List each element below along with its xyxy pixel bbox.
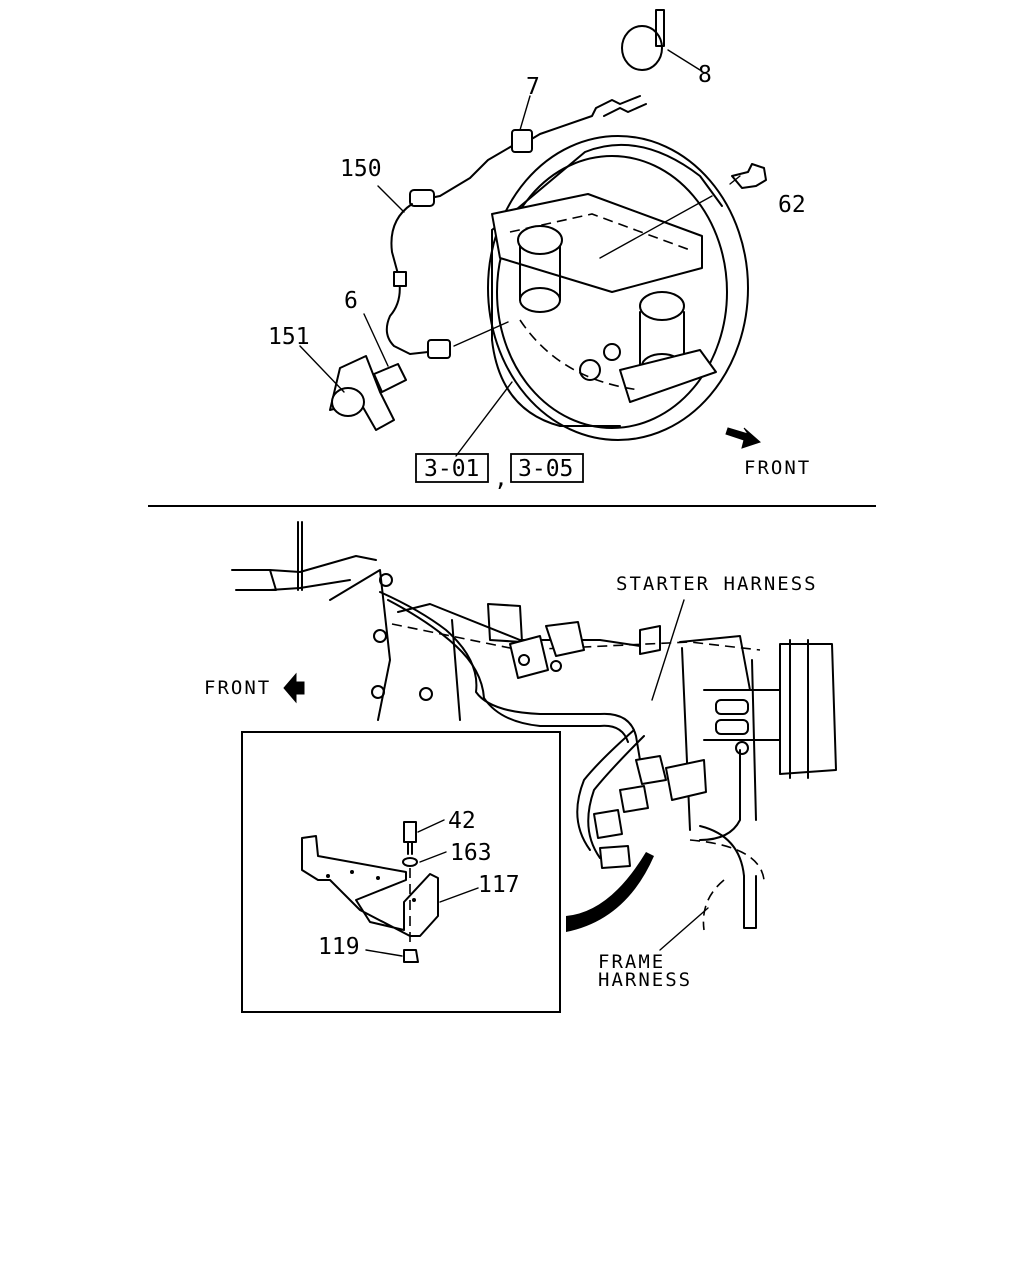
callout-6: 6 <box>344 288 358 314</box>
callout-150: 150 <box>340 156 382 182</box>
frame-structure <box>329 569 837 932</box>
ref-box-2 <box>510 453 584 483</box>
lower-view: FRONT STARTER HARNESS FRAME HARNESS <box>204 521 837 1013</box>
bolt-62 <box>599 163 767 259</box>
upper-view: 7 8 150 62 6 151 3-01 , 3-05 FRONT <box>268 9 811 492</box>
starter-harness-label: STARTER HARNESS <box>616 573 818 595</box>
detail-inset: 42 163 117 119 <box>241 731 561 1013</box>
ref-separator: , <box>494 466 508 492</box>
cable-tie-8 <box>621 9 701 71</box>
brake-drum <box>455 135 749 457</box>
ref-label-1: 3-01 <box>424 456 479 482</box>
abs-sensor-cable <box>377 95 647 359</box>
front-arrow-lower-icon <box>283 672 305 704</box>
front-label-lower: FRONT <box>204 677 271 699</box>
callout-42: 42 <box>448 808 476 834</box>
frame-harness-label-line1: FRAME <box>598 951 665 973</box>
callout-163: 163 <box>450 840 492 866</box>
callout-7: 7 <box>526 74 540 100</box>
ref-label-2: 3-05 <box>518 456 573 482</box>
front-arrow-upper-icon <box>725 427 761 449</box>
callout-62: 62 <box>778 192 806 218</box>
ref-box-1 <box>415 453 489 483</box>
left-clamp <box>231 521 377 591</box>
callout-119: 119 <box>318 934 360 960</box>
callout-151: 151 <box>268 324 310 350</box>
front-label-upper: FRONT <box>744 457 811 479</box>
callout-8: 8 <box>698 62 712 88</box>
sensor-bracket-151 <box>299 345 395 431</box>
frame-harness-label-line2: HARNESS <box>598 969 692 991</box>
callout-117: 117 <box>478 872 520 898</box>
abs-sensor-6 <box>363 313 407 393</box>
